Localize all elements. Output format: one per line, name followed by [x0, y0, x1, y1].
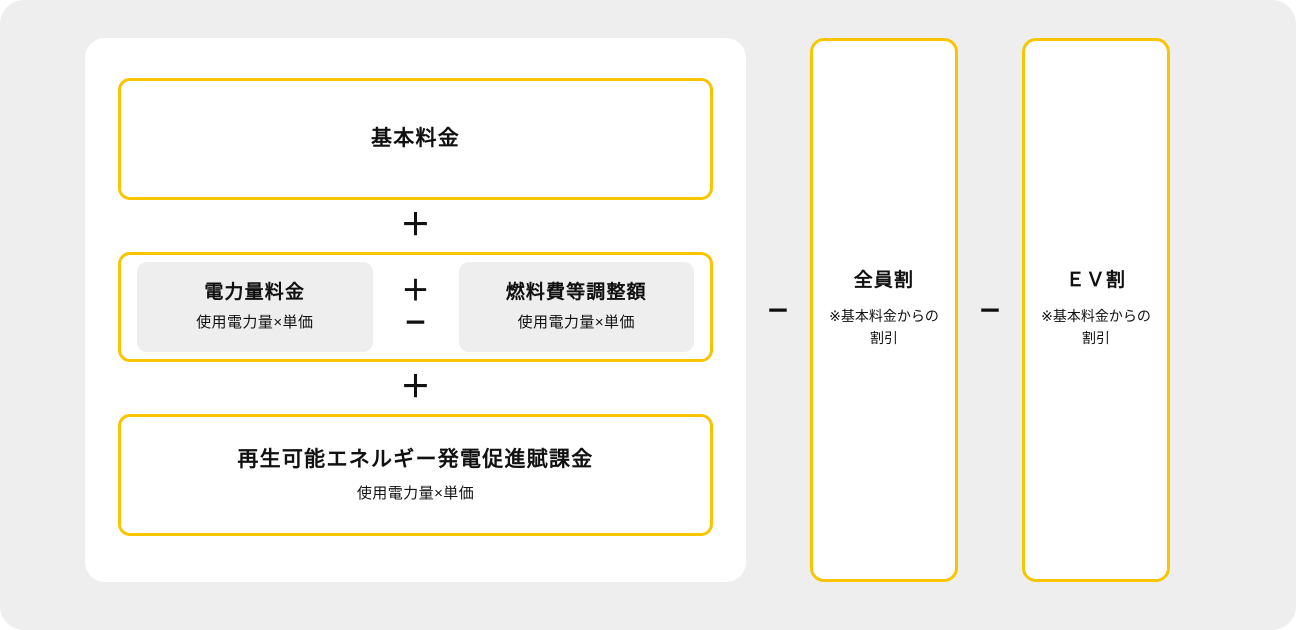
charge-box-energy: 電力量料金 使用電力量×単価 ＋ − 燃料費等調整額 使用電力量×単価: [118, 252, 713, 362]
operator-plus-2: ＋: [400, 370, 431, 405]
charge-box-basic-title: 基本料金: [370, 127, 461, 151]
charge-box-basic: 基本料金: [118, 78, 713, 200]
subbox-electricity-usage-charge-subtitle: 使用電力量×単価: [196, 314, 314, 332]
discount-panel-zenin-wari-subtitle: ※基本料金からの割引: [829, 308, 939, 347]
discount-group: − 全員割 ※基本料金からの割引 − ＥＶ割 ※基本料金からの割引: [746, 38, 1170, 582]
discount-panel-zenin-wari-title: 全員割: [853, 270, 915, 292]
operator-plus-1: ＋: [400, 208, 431, 243]
subbox-electricity-usage-charge-title: 電力量料金: [204, 281, 306, 303]
discount-panel-ev-wari-subtitle: ※基本料金からの割引: [1041, 308, 1151, 347]
operator-minus-2-icon: −: [978, 293, 1002, 326]
charge-box-renewable-levy-title: 再生可能エネルギー発電促進賦課金: [237, 448, 594, 472]
subbox-fuel-cost-adjustment-title: 燃料費等調整額: [505, 281, 647, 303]
charge-box-renewable-levy-subtitle: 使用電力量×単価: [356, 484, 475, 502]
operator-plus-minus-plus-icon: ＋: [401, 274, 430, 308]
charge-formula-card: 基本料金 ＋ 電力量料金 使用電力量×単価 ＋ − 燃料費等調整額 使用電力量×…: [85, 38, 746, 582]
operator-plus-minus: ＋ −: [373, 274, 459, 338]
subbox-fuel-cost-adjustment-subtitle: 使用電力量×単価: [517, 314, 635, 332]
operator-plus-minus-minus-icon: −: [403, 305, 428, 338]
operator-minus-1-icon: −: [766, 293, 790, 326]
charge-box-renewable-levy: 再生可能エネルギー発電促進賦課金 使用電力量×単価: [118, 414, 713, 536]
discount-panel-ev-wari-title: ＥＶ割: [1065, 270, 1127, 292]
discount-panel-ev-wari: ＥＶ割 ※基本料金からの割引: [1022, 38, 1170, 582]
subbox-electricity-usage-charge: 電力量料金 使用電力量×単価: [137, 262, 373, 352]
subbox-fuel-cost-adjustment: 燃料費等調整額 使用電力量×単価: [458, 262, 694, 352]
discount-panel-zenin-wari: 全員割 ※基本料金からの割引: [810, 38, 958, 582]
